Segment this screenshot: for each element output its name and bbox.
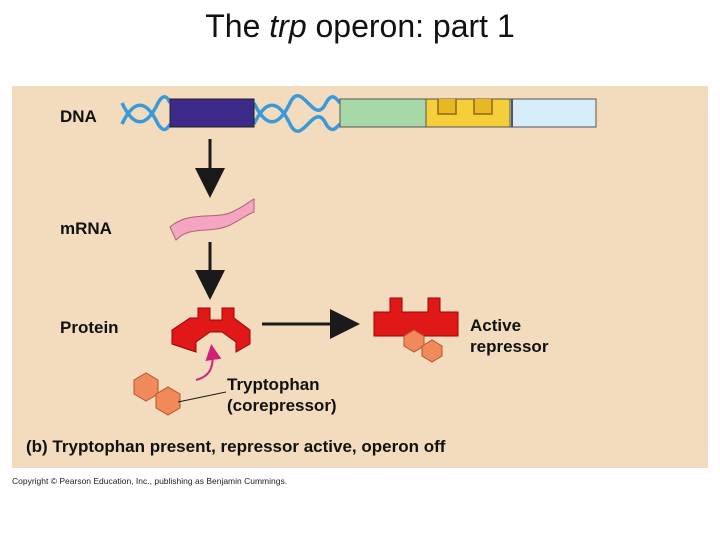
figure-caption: (b) Tryptophan present, repressor active…: [26, 437, 446, 456]
mrna-strand: [169, 198, 255, 241]
protein-label: Protein: [60, 318, 119, 337]
dna-helix-middle: [252, 94, 342, 133]
corepressor-binding-arrow: [195, 344, 222, 381]
active-repressor: [373, 297, 459, 337]
inactive-repressor: [171, 307, 251, 353]
title-suffix: operon: part 1: [306, 8, 515, 44]
copyright-text: Copyright © Pearson Education, Inc., pub…: [12, 476, 288, 486]
tryptophan-label-1: Tryptophan: [227, 375, 320, 394]
title-prefix: The: [205, 8, 270, 44]
dna-label: DNA: [60, 107, 97, 126]
title-italic: trp: [269, 8, 307, 44]
active-repressor-label-1: Active: [470, 316, 522, 335]
tryptophan-label-line: [177, 391, 227, 403]
operon-gene-green: [339, 98, 427, 128]
slide-title: The trp operon: part 1: [0, 8, 720, 45]
mrna-label: mRNA: [60, 219, 112, 238]
dna-helix-left: [120, 95, 172, 132]
bound-tryptophan: [403, 329, 443, 363]
repressor-gene: [169, 98, 255, 128]
tryptophan-molecules: [133, 372, 181, 416]
operon-gene-blue: [509, 98, 597, 128]
tryptophan-label-2: (corepressor): [227, 396, 337, 415]
operon-gene-yellow: [425, 98, 511, 128]
active-repressor-label-2: repressor: [470, 337, 549, 356]
diagram-panel: [12, 86, 708, 468]
